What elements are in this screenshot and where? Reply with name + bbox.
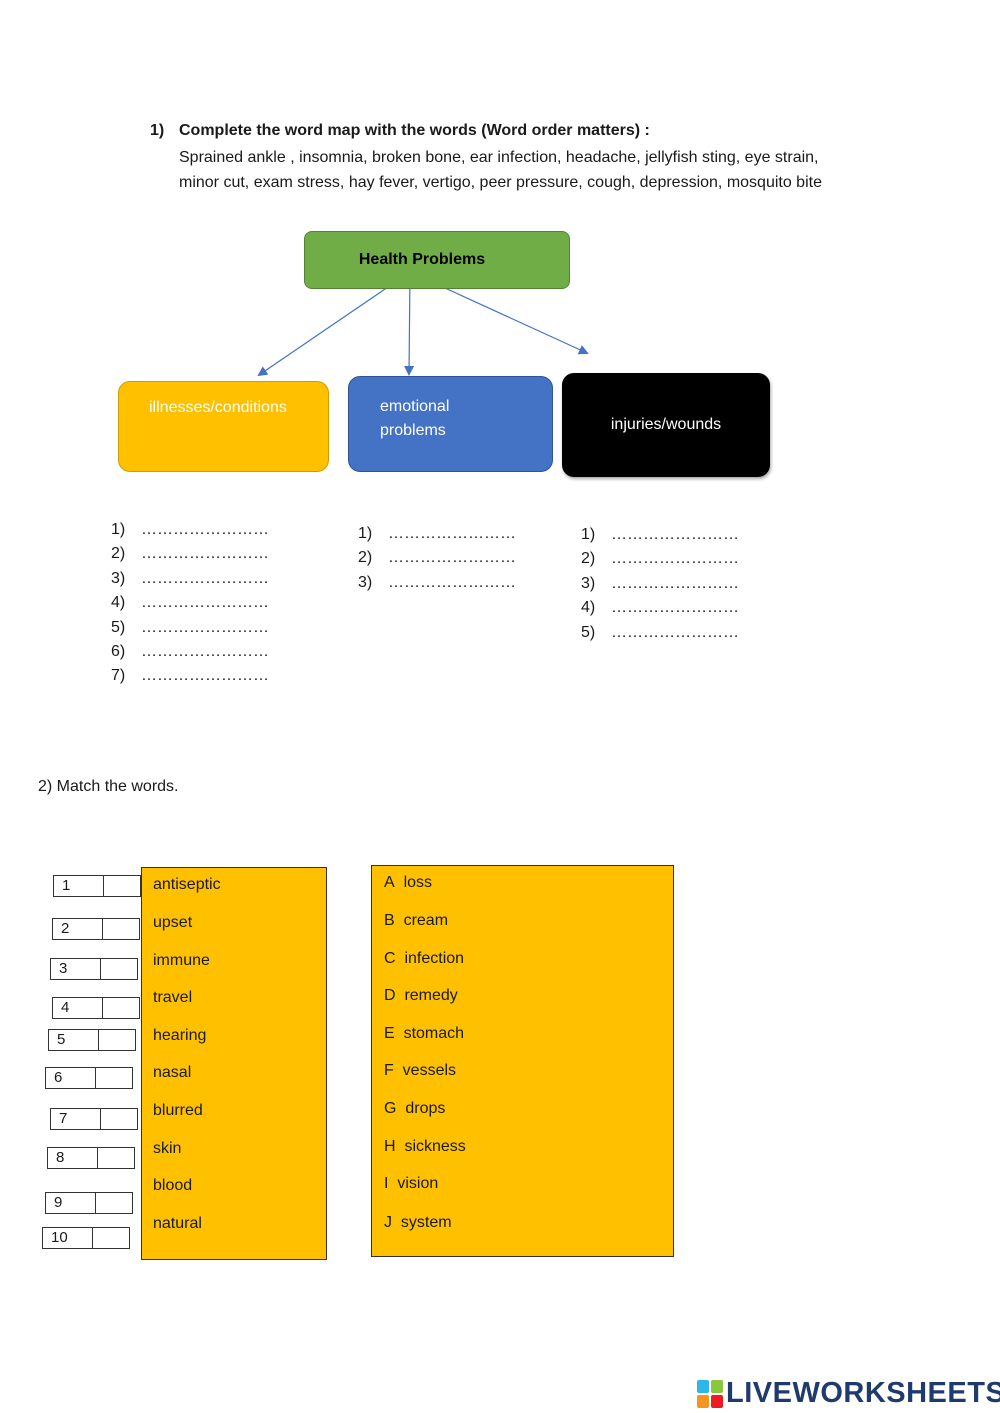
- list-item[interactable]: 2)……………………: [111, 545, 269, 563]
- right-words-box: [371, 865, 674, 1257]
- match-answer-box[interactable]: 2: [52, 918, 140, 940]
- right-word: H sickness: [384, 1138, 466, 1155]
- list-item[interactable]: 2)……………………: [581, 550, 739, 568]
- match-answer-box[interactable]: 6: [45, 1067, 133, 1089]
- left-word: blurred: [153, 1102, 203, 1119]
- illnesses-box: illnesses/conditions: [118, 381, 329, 472]
- list-item[interactable]: 6)……………………: [111, 642, 269, 660]
- right-word: F vessels: [384, 1062, 457, 1079]
- list-item[interactable]: 1)……………………: [358, 525, 516, 542]
- exercise-1-title: Complete the word map with the words (Wo…: [179, 122, 650, 139]
- emotional-answer-list: 1)…………………… 2)…………………… 3)……………………: [358, 522, 516, 595]
- list-item[interactable]: 5)……………………: [581, 623, 739, 641]
- match-answer-box[interactable]: 5: [48, 1029, 136, 1051]
- match-answer-box[interactable]: 3: [50, 958, 138, 980]
- list-item[interactable]: 5)……………………: [111, 618, 269, 636]
- injuries-answer-list: 1)…………………… 2)…………………… 3)…………………… 4)………………: [581, 523, 739, 645]
- exercise-2-title: 2) Match the words.: [38, 778, 179, 795]
- list-item[interactable]: 3)……………………: [358, 573, 516, 591]
- list-item[interactable]: 3)……………………: [111, 569, 269, 587]
- list-item[interactable]: 4)……………………: [111, 594, 269, 612]
- match-answer-box[interactable]: 1: [53, 875, 141, 897]
- match-answer-box[interactable]: 8: [47, 1147, 135, 1169]
- list-item[interactable]: 3)……………………: [581, 574, 739, 592]
- right-word: D remedy: [384, 987, 458, 1004]
- illnesses-label: illnesses/conditions: [149, 399, 287, 416]
- match-answer-box[interactable]: 9: [45, 1192, 133, 1214]
- right-word: G drops: [384, 1100, 446, 1117]
- list-item[interactable]: 4)……………………: [581, 599, 739, 617]
- injuries-label: injuries/wounds: [610, 416, 722, 433]
- left-word: upset: [153, 914, 193, 931]
- word-bank-line-2: minor cut, exam stress, hay fever, verti…: [179, 173, 822, 191]
- right-word: B cream: [384, 912, 449, 929]
- right-word: E stomach: [384, 1025, 465, 1042]
- list-item[interactable]: 1)……………………: [581, 526, 739, 543]
- left-word: immune: [153, 952, 210, 969]
- liveworksheets-logo-icon: [697, 1379, 723, 1408]
- list-item[interactable]: 1)……………………: [111, 521, 269, 538]
- left-word: travel: [153, 989, 193, 1006]
- left-word: antiseptic: [153, 876, 221, 893]
- left-word: skin: [153, 1140, 182, 1157]
- left-word: hearing: [153, 1027, 207, 1044]
- left-word: blood: [153, 1177, 193, 1194]
- left-word: natural: [153, 1215, 202, 1232]
- left-words-box: [141, 867, 327, 1260]
- list-item[interactable]: 7)……………………: [111, 667, 269, 685]
- right-word: A loss: [384, 874, 433, 891]
- emotional-box: emotional problems: [348, 376, 553, 472]
- injuries-box: injuries/wounds: [562, 373, 770, 477]
- right-word: I vision: [384, 1175, 439, 1192]
- health-problems-box: Health Problems: [304, 231, 570, 289]
- match-answer-box[interactable]: 10: [42, 1227, 130, 1249]
- arrow-to-illnesses: [257, 271, 411, 377]
- liveworksheets-logo: LIVEWORKSHEETS: [697, 1377, 1000, 1410]
- exercise-1-number: 1): [150, 122, 165, 139]
- arrow-to-emotional: [404, 271, 415, 376]
- emotional-label-line-1: emotional: [380, 398, 450, 415]
- left-word: nasal: [153, 1064, 192, 1081]
- emotional-label-line-2: problems: [380, 422, 446, 439]
- right-word: C infection: [384, 950, 465, 967]
- health-problems-label: Health Problems: [358, 251, 486, 268]
- match-answer-box[interactable]: 4: [52, 997, 140, 1019]
- brand-name: LIVEWORKSHEETS: [726, 1377, 1000, 1409]
- right-word: J system: [384, 1214, 452, 1231]
- match-answer-box[interactable]: 7: [50, 1108, 138, 1130]
- illnesses-answer-list: 1)…………………… 2)…………………… 3)…………………… 4)………………: [111, 518, 269, 689]
- list-item[interactable]: 2)……………………: [358, 549, 516, 567]
- word-bank-line-1: Sprained ankle , insomnia, broken bone, …: [179, 149, 819, 166]
- word-bank: Sprained ankle , insomnia, broken bone, …: [179, 146, 879, 195]
